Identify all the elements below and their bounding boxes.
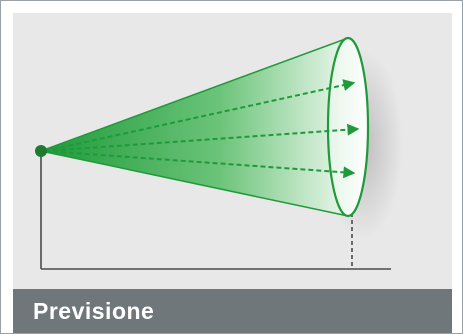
caption-bar: Previsione (13, 289, 452, 333)
forecast-cone (41, 38, 368, 216)
origin-dot-icon (35, 145, 47, 157)
forecast-cone-diagram (13, 13, 452, 289)
caption-title: Previsione (33, 298, 154, 325)
diagram-panel (13, 13, 452, 289)
cone-mouth (328, 38, 368, 216)
